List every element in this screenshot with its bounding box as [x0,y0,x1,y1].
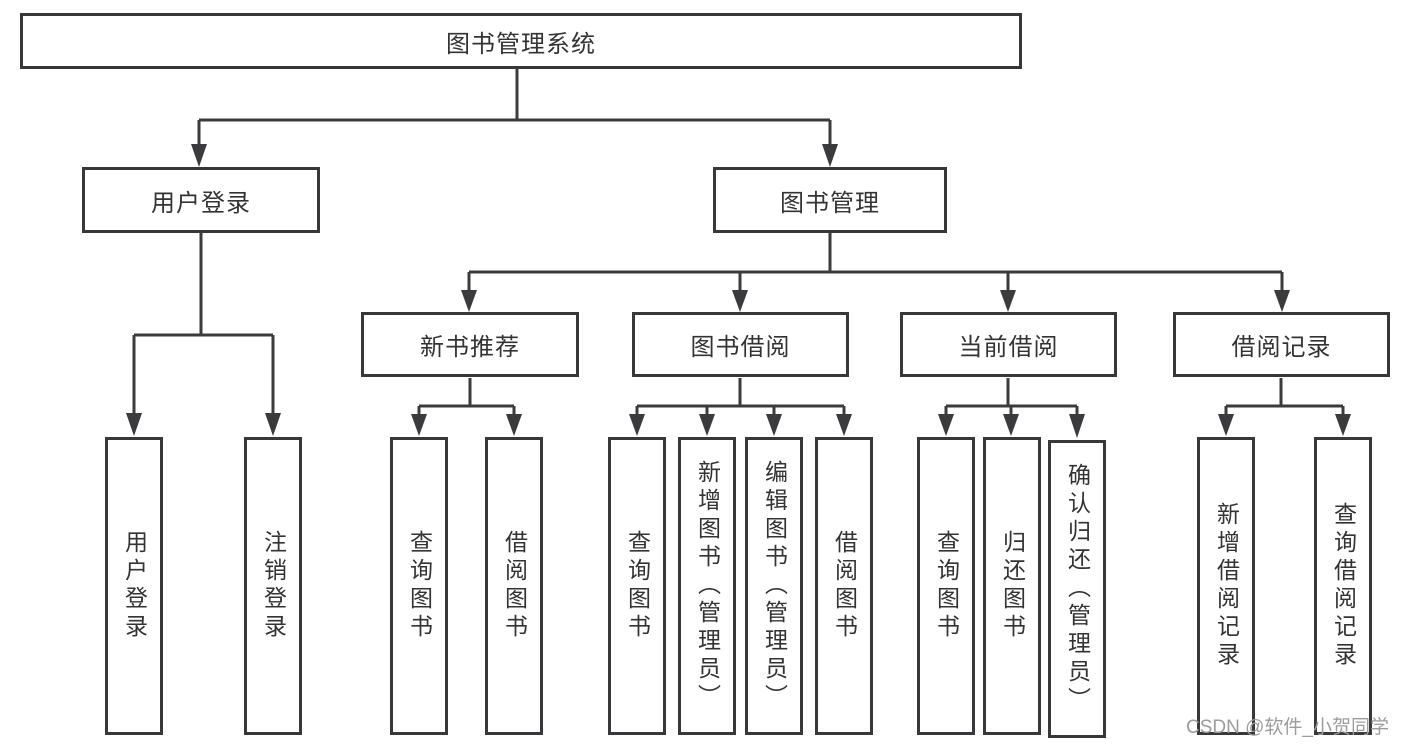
node-new-book-recommend: 新书推荐 [361,312,579,377]
node-label: 注销登录 [260,530,287,642]
node-label: 确认归还（管理员） [1064,463,1091,715]
leaf-add-borrow-record: 新增借阅记录 [1197,437,1255,735]
node-library-management-system: 图书管理系统 [20,13,1022,69]
node-label: 编辑图书（管理员） [761,460,788,712]
leaf-borrow-books-recommend: 借阅图书 [485,437,543,735]
node-book-borrowing: 图书借阅 [632,312,849,377]
node-label: 新增借阅记录 [1213,502,1240,670]
node-label: 借阅图书 [831,530,858,642]
node-book-management: 图书管理 [713,167,947,233]
node-label: 归还图书 [999,530,1026,642]
node-label: 图书管理 [780,189,880,217]
csdn-watermark: CSDN @软件_小贺同学 [1186,717,1389,738]
leaf-user-login: 用户登录 [105,437,163,735]
node-label: 用户登录 [151,189,251,217]
node-label: 新书推荐 [420,334,520,361]
leaf-logout: 注销登录 [244,437,302,735]
leaf-add-books-admin: 新增图书（管理员） [678,437,736,735]
leaf-query-books-recommend: 查询图书 [390,437,448,735]
node-label: 用户登录 [121,530,148,642]
node-borrowing-records: 借阅记录 [1173,312,1390,377]
node-label: 图书借阅 [690,334,791,361]
node-label: 新增图书（管理员） [694,460,721,712]
arrowheads [126,144,1351,438]
leaf-query-borrow-record: 查询借阅记录 [1314,437,1372,735]
node-label: 查询图书 [933,530,960,642]
node-label: 图书管理系统 [446,30,596,58]
leaf-confirm-return-admin: 确认归还（管理员） [1048,440,1106,738]
node-label: 借阅图书 [501,530,528,642]
leaf-return-books: 归还图书 [983,437,1041,735]
leaf-query-books-current: 查询图书 [917,437,975,735]
leaf-query-books-borrow: 查询图书 [608,437,666,735]
node-user-login: 用户登录 [82,167,320,233]
leaf-edit-books-admin: 编辑图书（管理员） [745,437,803,735]
node-label: 查询图书 [624,530,651,642]
node-label: 查询借阅记录 [1330,502,1357,670]
node-label: 借阅记录 [1231,334,1332,361]
node-label: 查询图书 [406,530,433,642]
node-label: 当前借阅 [958,334,1059,361]
node-current-borrowing: 当前借阅 [900,312,1117,377]
leaf-borrow-books: 借阅图书 [815,437,873,735]
